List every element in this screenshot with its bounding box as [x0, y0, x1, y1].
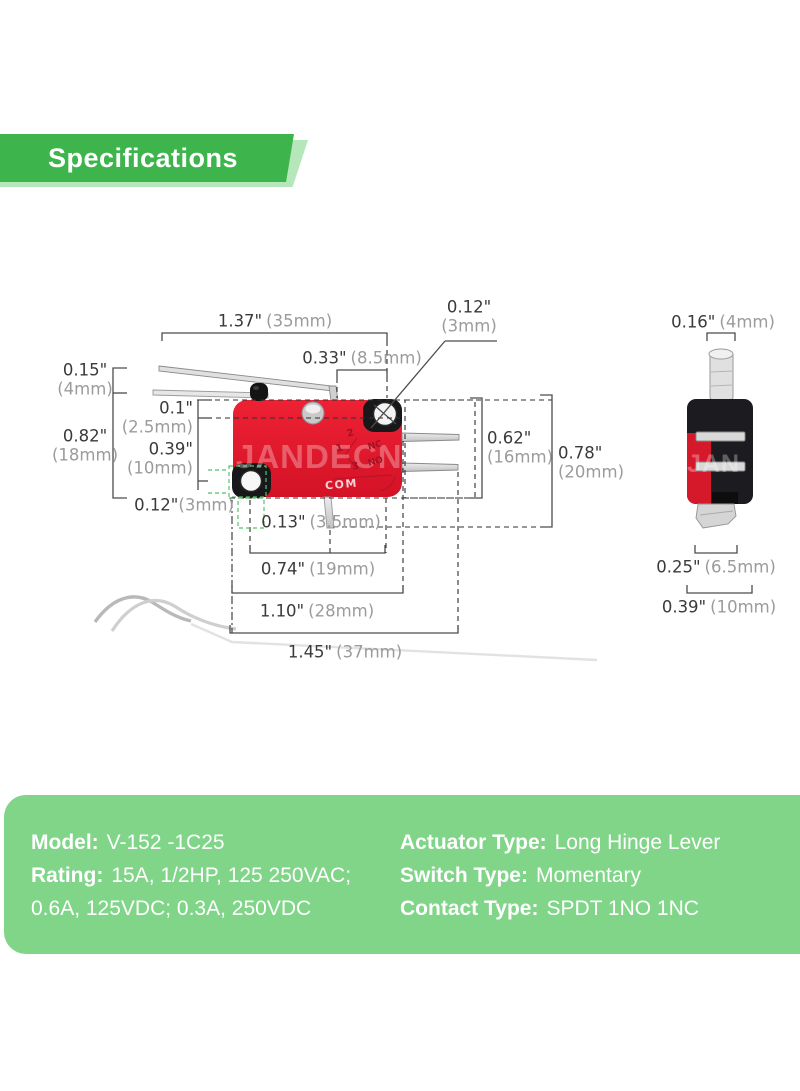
terminal-nc-pin [401, 432, 460, 442]
dim-mount-hole: 0.12" (3mm) [441, 297, 497, 335]
dim-overall-height: 0.78" (20mm) [558, 443, 625, 481]
dim-hole-offset: 0.39" (10mm) [126, 439, 193, 477]
dim-clip-width: 0.16"(4mm) [671, 312, 775, 332]
terminal-no-pin [401, 462, 459, 472]
engraved-schematic [332, 437, 396, 492]
lever-bottom-wire [152, 389, 269, 399]
dim-lever-length: 1.37"(35mm) [217, 311, 333, 331]
spec-column-right: Actuator Type: Long Hinge Lever Switch T… [400, 826, 720, 925]
dim-terminal-height: 0.62" (16mm) [487, 428, 554, 466]
dim-top-offset: 0.33"(8.5mm) [302, 348, 422, 368]
construction-lines [197, 341, 552, 633]
dim-plunger-offset: 0.1" (2.5mm) [121, 398, 193, 436]
dim-base-width: 0.25"(6.5mm) [656, 557, 776, 577]
lever-pivot [250, 383, 268, 401]
switch-front-view [152, 365, 460, 529]
dim-com-offset: 0.13"(3.5mm) [261, 512, 381, 532]
spec-row-actuator: Actuator Type: Long Hinge Lever [400, 831, 721, 854]
watermark-side: JAN [687, 450, 741, 478]
side-pin-1 [695, 431, 746, 442]
spec-column-left: Model: V-152 -1C25 Rating: 15A, 1/2HP, 1… [31, 826, 351, 925]
side-pin-2 [695, 461, 746, 472]
watermark-front: JANDECN [236, 438, 403, 475]
spec-panel: Model: V-152 -1C25 Rating: 15A, 1/2HP, 1… [4, 795, 800, 954]
dim-overall-width: 0.39"(10mm) [661, 597, 777, 617]
bottom-left-mount-hole [239, 469, 263, 493]
side-bottom-clip [695, 503, 737, 529]
spec-row-contact-type: Contact Type: SPDT 1NO 1NC [400, 897, 699, 920]
terminal-com-pin [323, 496, 335, 529]
dim-body-width: 1.10"(28mm) [259, 601, 375, 621]
lever-top-wire [158, 365, 334, 392]
dim-hole-span: 0.74"(19mm) [260, 559, 376, 579]
spec-row-rating: Rating: 15A, 1/2HP, 125 250VAC; [31, 864, 352, 887]
dim-total-width: 1.45"(37mm) [287, 642, 403, 662]
spec-row-switch-type: Switch Type: Momentary [400, 864, 641, 887]
dim-hole-diameter: 0.12"(3mm) [134, 495, 234, 515]
spec-row-model: Model: V-152 -1C25 [31, 831, 225, 854]
switch-side-view [687, 348, 753, 529]
spec-row-rating-cont: 0.6A, 125VDC; 0.3A, 250VDC [31, 897, 312, 920]
page-title: Specifications [0, 134, 294, 182]
dim-lever-height: 0.15" (4mm) [57, 360, 113, 398]
ghost-lever-wire [93, 595, 598, 662]
switch-body [233, 400, 402, 497]
dimension-brackets [112, 332, 753, 634]
dim-body-height: 0.82" (18mm) [51, 426, 119, 464]
hole-highlight-boxes [208, 465, 267, 529]
